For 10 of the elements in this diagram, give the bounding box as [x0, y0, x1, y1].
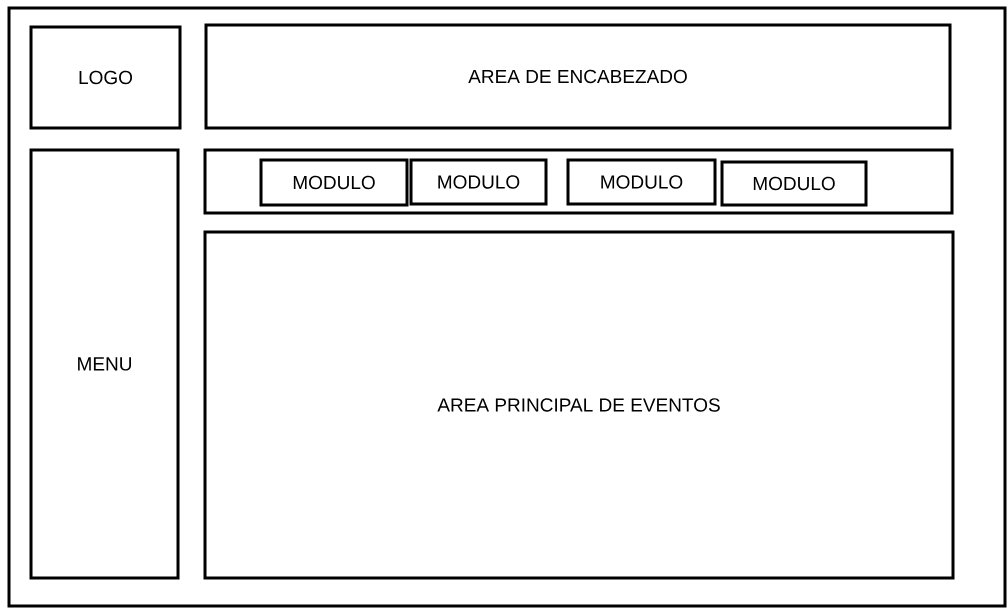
module-box: MODULO — [409, 158, 548, 206]
layout-box: AREA PRINCIPAL DE EVENTOS — [203, 230, 955, 580]
layout-box: LOGO — [29, 25, 182, 130]
layout-box: MENU — [29, 148, 180, 580]
module-box: MODULO — [566, 158, 717, 206]
module-box: MODULO — [259, 158, 409, 207]
layout-box: AREA DE ENCABEZADO — [204, 23, 952, 130]
module-box: MODULO — [720, 160, 868, 207]
frame-box — [7, 6, 1007, 608]
frame-box — [203, 148, 954, 215]
